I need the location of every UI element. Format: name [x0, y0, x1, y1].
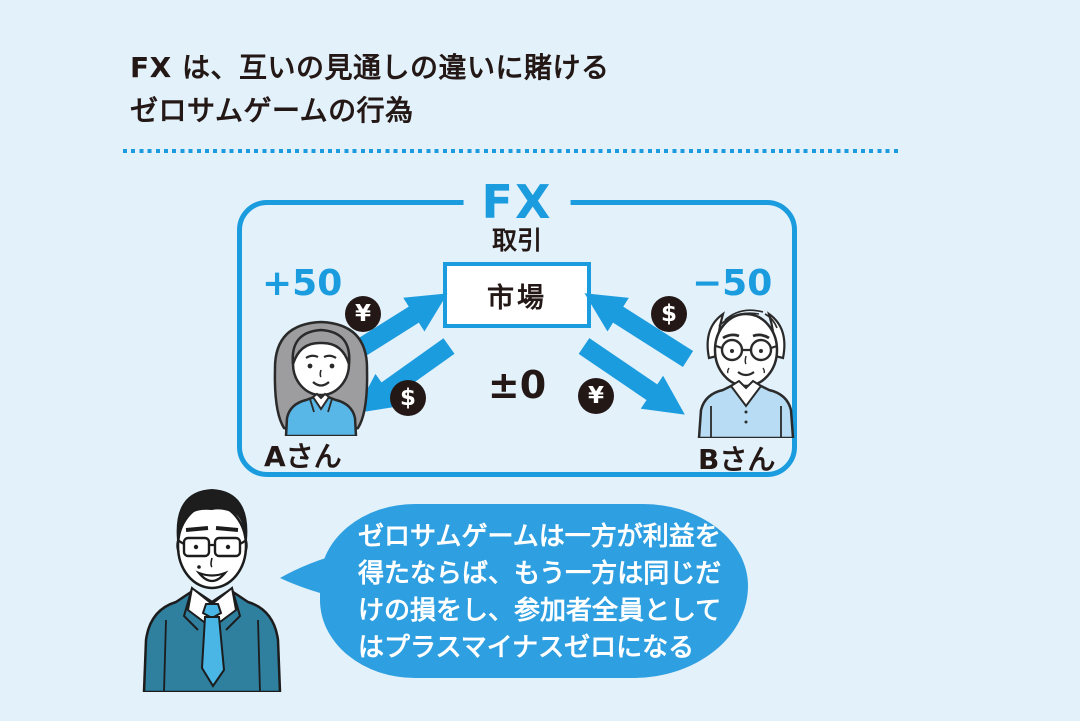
person-b-loss: −50 [692, 263, 773, 304]
person-a-illustration [273, 320, 369, 436]
dollar-badge-a: $ [390, 380, 426, 416]
page-title-line1: FX は、互いの見通しの違いに賭ける [130, 51, 610, 84]
dollar-icon: $ [660, 301, 677, 327]
speech-bubble: ゼロサムゲームは一方が利益を 得たならば、もう一方は同じだ けの損をし、参加者全… [320, 504, 748, 678]
speech-line: けの損をし、参加者全員として [358, 596, 722, 626]
person-a-name: Aさん [264, 440, 342, 473]
person-a-gain: +50 [262, 263, 343, 304]
person-b-illustration [697, 309, 795, 438]
yen-badge-b: ¥ [578, 378, 614, 414]
dotted-divider [123, 149, 902, 153]
yen-icon: ¥ [587, 383, 604, 409]
dollar-badge-b: $ [651, 296, 687, 332]
page-title: FX は、互いの見通しの違いに賭ける ゼロサムゲームの行為 [130, 46, 609, 132]
arrow-b-to-market [584, 293, 694, 368]
speech-line: ゼロサムゲームは一方が利益を [358, 522, 721, 552]
net-zero-label: ±0 [487, 363, 547, 407]
transaction-label: 取引 [491, 226, 542, 255]
person-b-name: Bさん [698, 443, 776, 476]
dollar-icon: $ [399, 385, 416, 411]
speech-line: 得たならば、もう一方は同じだ [358, 559, 722, 589]
page-title-line2: ゼロサムゲームの行為 [130, 94, 414, 127]
yen-icon: ¥ [354, 301, 371, 327]
fx-box-title: FX [463, 170, 571, 234]
advisor-illustration [142, 488, 282, 692]
speech-line: はプラスマイナスゼロになる [358, 633, 695, 663]
fx-diagram-box: FX 取引 市場 ±0 +50 −50 ¥ $ $ ¥ [237, 170, 797, 477]
yen-badge-a: ¥ [345, 296, 381, 332]
arrow-market-to-b [578, 338, 685, 415]
